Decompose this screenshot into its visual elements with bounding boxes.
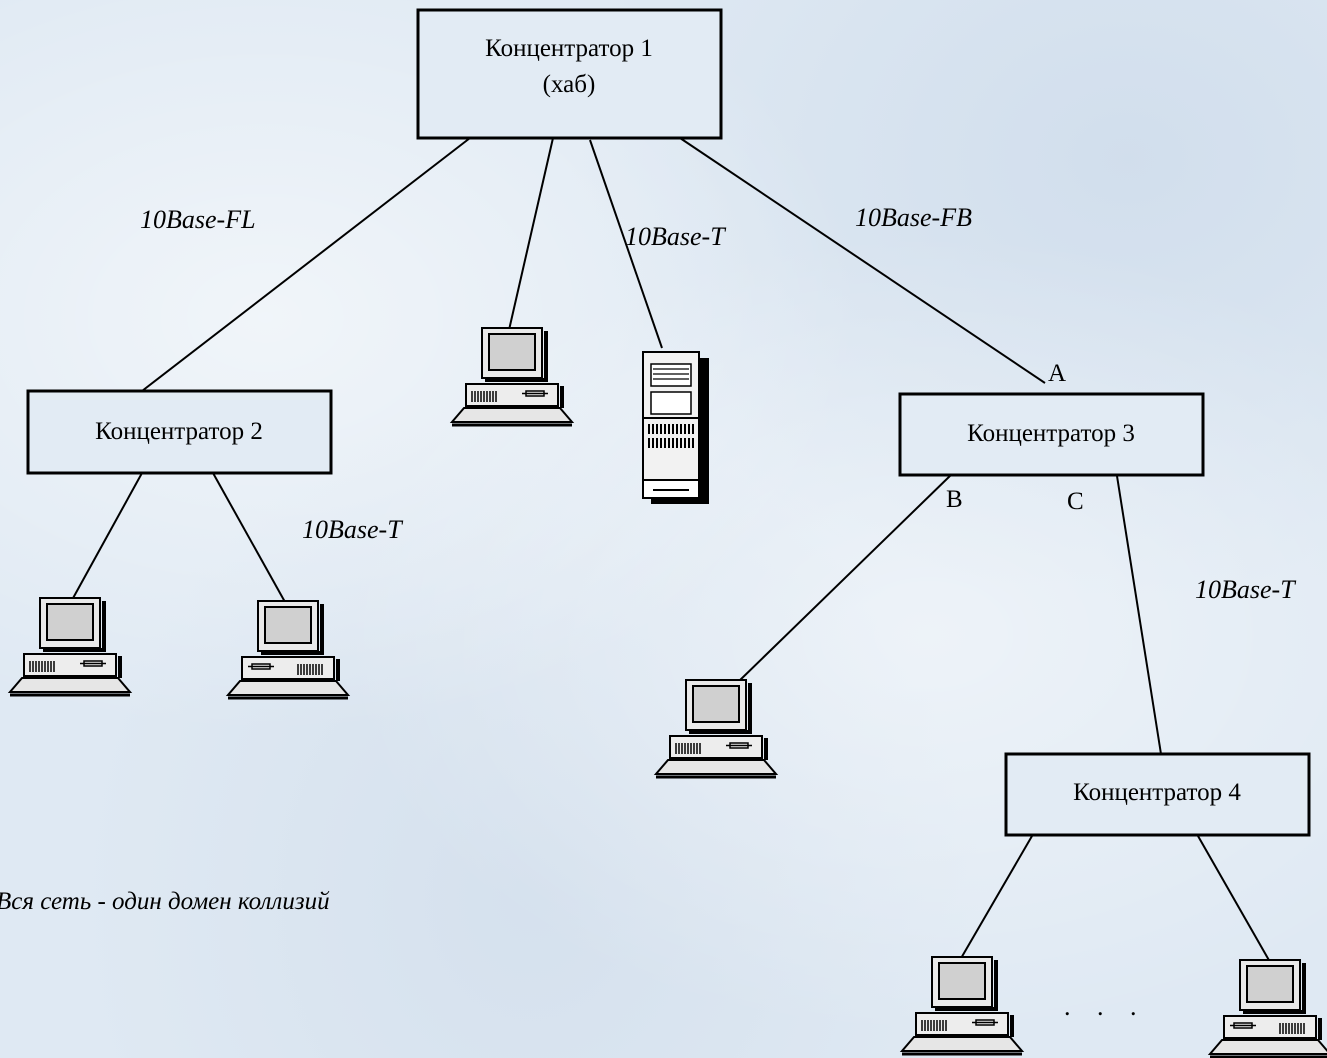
desktop-computer-icon (226, 599, 350, 700)
link-hub1-hub2 (141, 137, 471, 392)
desktop-computer-icon (450, 326, 574, 427)
port-label-a: A (1048, 360, 1066, 387)
hub-4-name: Концентратор 4 (1073, 779, 1241, 806)
cable-label-hub1-hub2: 10Base-FL (140, 205, 256, 234)
tower-server-icon (642, 351, 709, 504)
cable-label-hub1-server: 10Base-T (625, 222, 726, 251)
cable-label-hub2-pcs: 10Base-T (302, 515, 403, 544)
hub-2: Концентратор 2 (26, 389, 333, 475)
hub-1-name: Концентратор 1 (485, 35, 653, 62)
link-hub4-pc-right (1197, 835, 1271, 963)
link-hub1-pc-center (508, 137, 554, 331)
port-label-b: B (946, 486, 963, 513)
hub-1-subtitle: (хаб) (543, 71, 596, 98)
desktop-computer-icon (8, 596, 132, 697)
hub-3-name: Концентратор 3 (967, 420, 1135, 447)
collision-domain-note: Вся сеть - один домен коллизий (0, 888, 330, 915)
link-hub2-pc-left (71, 472, 143, 601)
hub-2-name: Концентратор 2 (95, 418, 263, 445)
desktop-computer-icon (1208, 958, 1327, 1058)
cable-label-hub3-hub4: 10Base-T (1195, 575, 1296, 604)
link-hub2-pc-right (212, 472, 286, 603)
more-workstations-ellipsis: . . . (1064, 992, 1147, 1021)
hub-1: Концентратор 1 (хаб) (416, 8, 723, 140)
link-hub3-hub4 (1116, 475, 1162, 755)
port-label-c: C (1067, 488, 1084, 515)
link-hub1-hub3 (679, 137, 1046, 384)
hub-3: Концентратор 3 (898, 392, 1205, 477)
desktop-computer-icon (654, 678, 778, 779)
desktop-computer-icon (900, 955, 1024, 1056)
link-hub4-pc-left (959, 835, 1033, 961)
hub-4: Концентратор 4 (1004, 752, 1311, 837)
link-hub3-pc (736, 472, 954, 684)
link-hub1-server (589, 139, 663, 349)
cable-label-hub1-hub3: 10Base-FB (855, 203, 972, 232)
